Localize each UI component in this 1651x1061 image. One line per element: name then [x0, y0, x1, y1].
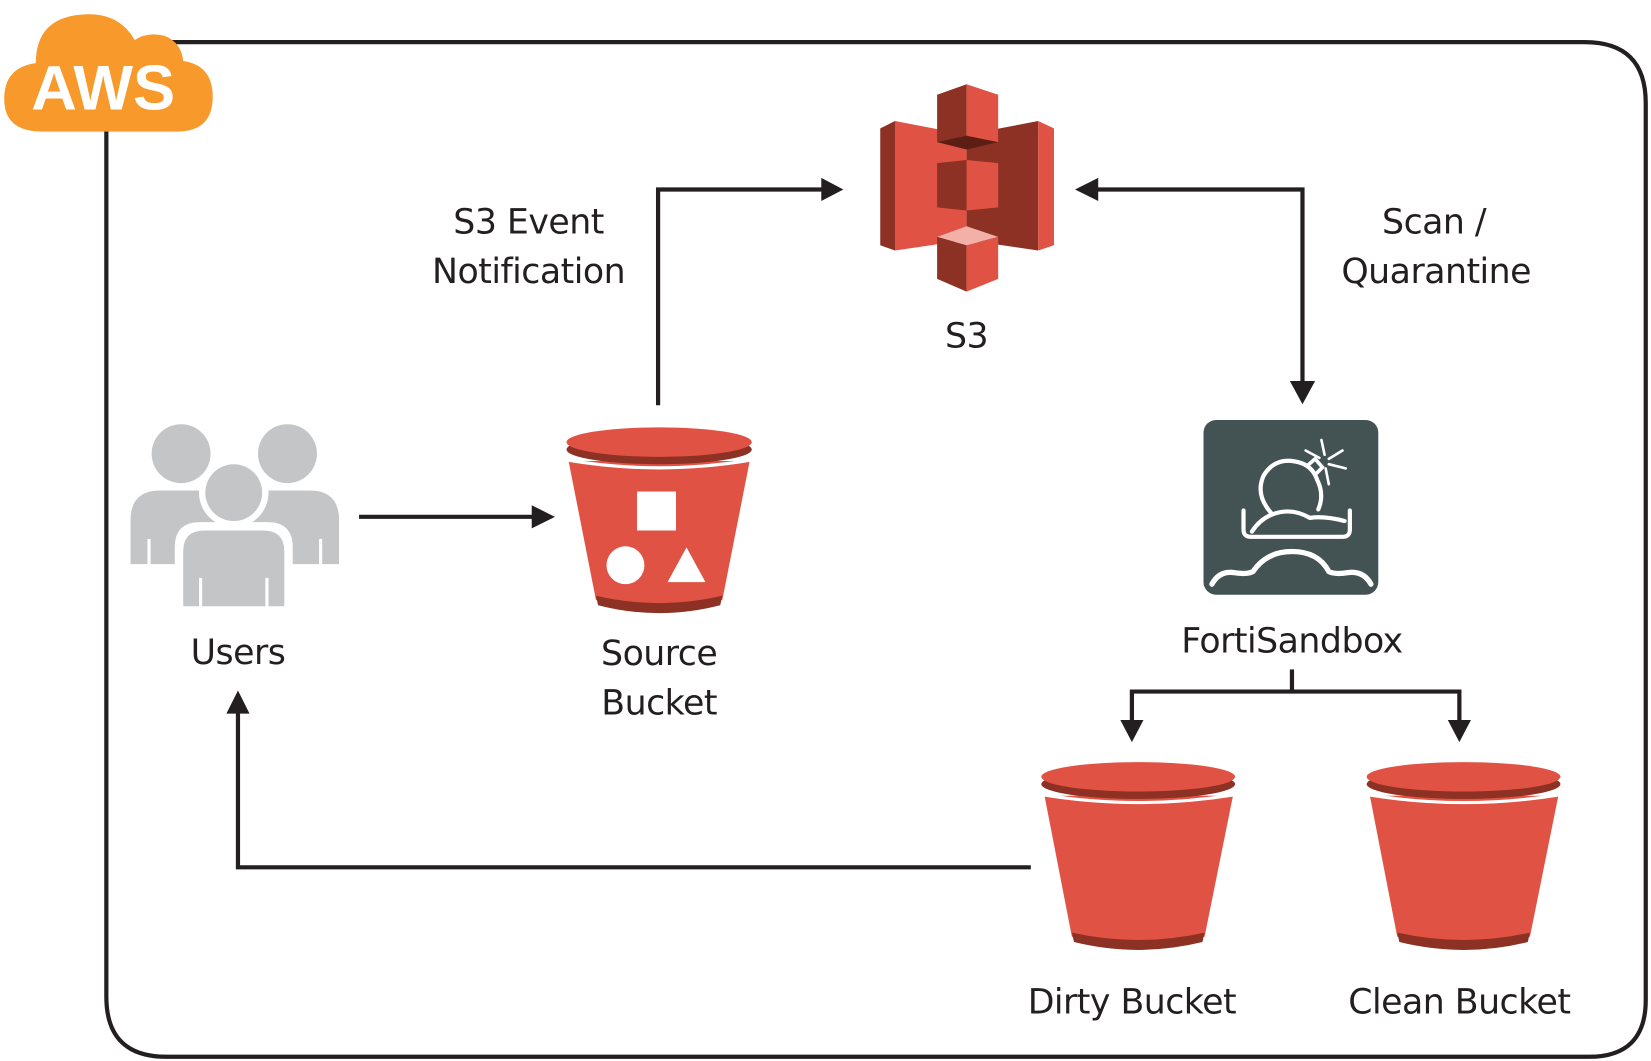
s3-bucket-icon	[1041, 762, 1236, 950]
arrow-users-to-source	[359, 505, 555, 529]
aws-container-frame	[104, 39, 1648, 1059]
amazon-s3-icon	[880, 84, 1054, 292]
fortisandbox-label: FortiSandbox	[1181, 622, 1402, 662]
arrow-to-clean-bucket	[1447, 719, 1471, 743]
arrow-source-to-s3	[655, 177, 844, 406]
users-label: Users	[191, 633, 286, 673]
s3-event-label-line2: Notification	[432, 252, 625, 292]
clean-bucket-node[interactable]: Clean Bucket	[1348, 762, 1571, 1023]
arrow-dirty-to-users	[226, 690, 1031, 870]
aws-cloud-icon	[4, 14, 213, 132]
source-bucket-node[interactable]: Source Bucket	[566, 427, 753, 724]
s3-bucket-with-objects-icon	[566, 427, 753, 614]
scan-label-line1: Scan /	[1382, 203, 1487, 243]
source-bucket-label-line2: Bucket	[601, 684, 717, 724]
s3-event-label-line1: S3 Event	[453, 203, 604, 243]
dirty-bucket-node[interactable]: Dirty Bucket	[1028, 762, 1237, 1023]
s3-label: S3	[945, 316, 988, 356]
users-node[interactable]: Users	[130, 424, 340, 673]
clean-bucket-label: Clean Bucket	[1348, 983, 1570, 1023]
arrow-fortisandbox-branch	[1120, 669, 1471, 743]
fortisandbox-node[interactable]: FortiSandbox	[1181, 419, 1403, 662]
s3-node[interactable]: S3	[880, 84, 1054, 356]
users-icon	[130, 424, 340, 609]
arrow-s3-fortisandbox	[1075, 177, 1316, 405]
fortisandbox-icon	[1203, 419, 1379, 595]
aws-cloud-badge: AWS	[4, 14, 213, 132]
source-bucket-label-line1: Source	[601, 634, 717, 674]
s3-bucket-icon	[1366, 762, 1561, 950]
aws-label: AWS	[31, 53, 175, 123]
dirty-bucket-label: Dirty Bucket	[1028, 983, 1236, 1023]
scan-label-line2: Quarantine	[1341, 252, 1531, 292]
arrow-to-dirty-bucket	[1120, 719, 1144, 743]
